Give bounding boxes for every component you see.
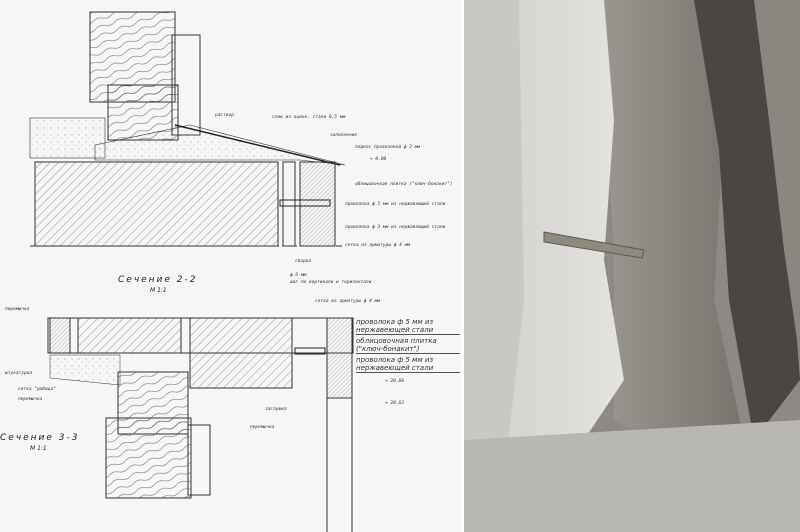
label: + 20.60 [385,378,404,384]
label: облицовочная плитка ("ключ-бонакит") [355,180,453,187]
label: проволока ф 3 мм из нержавеющей стали [345,224,446,230]
label: раствор [215,113,234,118]
section-3-scale: М 1:1 [30,445,47,452]
label: ф 6 мм [290,272,307,278]
label: подкос проволокой ф 3 мм [355,144,420,150]
section-2-scale: М 1:1 [150,287,167,294]
section-3-3 [47,317,354,532]
label: перемычка [250,425,275,430]
label: перемычка [18,397,43,402]
labels-bottom: перемычка сетка из арматуры ф 4 мм штука… [5,298,404,430]
label-facing-tile: облицовочная плитка ("ключ-бонакит") [356,337,460,354]
label: сетка из арматуры ф 4 мм [315,298,380,304]
label: шаг по вертикали и горизонтали [290,280,372,285]
label: сварка [295,259,312,264]
technical-drawing: Сечение 2-2 М 1:1 раствор слив из оцинк.… [0,0,462,532]
label: перемычка [5,307,30,312]
labels-top: раствор слив из оцинк. стали 0,5 мм запо… [215,113,453,285]
label-wire-outer: проволока ф 5 мм из нержавеющей стали [356,318,460,335]
section-2-title: Сечение 2-2 [118,275,198,285]
label: сетка из арматуры ф 4 мм [345,242,410,248]
label: + 20.63 [385,400,404,406]
label: + 0.00 [370,156,387,162]
label: заглушка [265,407,287,412]
label: сетка "рабица" [18,385,56,392]
crack-photo [464,0,800,532]
label-wire-inner: проволока ф 5 мм из нержавеющей стали [356,356,460,373]
label: слив из оцинк. стали 0,5 мм [272,114,345,120]
section-3-title: Сечение 3-3 [0,433,80,443]
label: штукатурка [5,371,32,376]
section-2-2 [29,11,346,247]
label: заполнение [330,133,357,138]
label: проволока ф 5 мм из нержавеющей стали [345,201,446,207]
